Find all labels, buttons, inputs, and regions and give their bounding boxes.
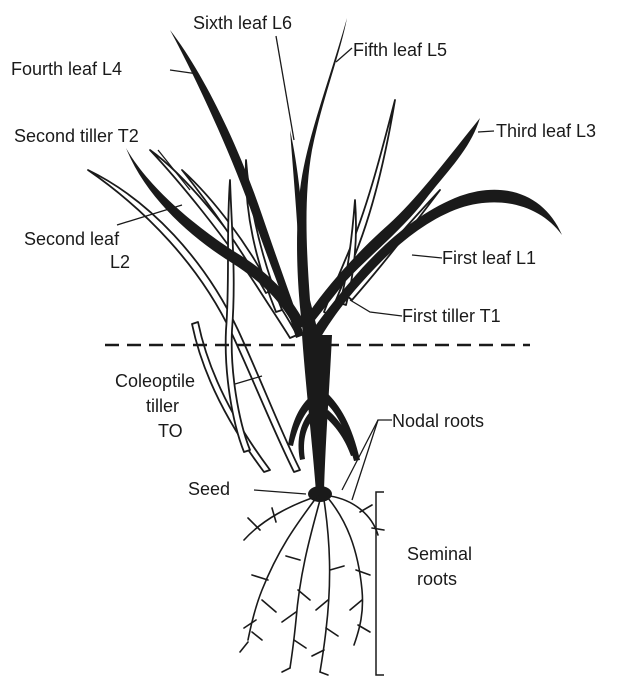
label-seminal-2: roots	[417, 569, 457, 589]
label-second-tiller: Second tiller T2	[14, 126, 139, 146]
leader-seed	[254, 490, 306, 494]
seminal-roots-bracket	[376, 492, 384, 675]
label-coleoptile-3: TO	[158, 421, 183, 441]
fourth-leaf-shape	[170, 30, 304, 338]
third-leaf-shape	[308, 118, 480, 320]
leader-second-tiller	[158, 150, 190, 190]
leader-third-leaf	[478, 131, 494, 132]
label-second-leaf-2: L2	[110, 252, 130, 272]
leader-first-leaf	[412, 255, 442, 258]
seminal-roots	[240, 496, 384, 675]
label-sixth-leaf: Sixth leaf L6	[193, 13, 292, 33]
label-second-leaf-1: Second leaf	[24, 229, 120, 249]
leader-sixth-leaf	[276, 36, 294, 140]
label-seminal-1: Seminal	[407, 544, 472, 564]
coleoptile-tiller-shape	[88, 170, 300, 472]
label-fourth-leaf: Fourth leaf L4	[11, 59, 122, 79]
leader-first-tiller	[350, 300, 402, 316]
label-fifth-leaf: Fifth leaf L5	[353, 40, 447, 60]
label-seed: Seed	[188, 479, 230, 499]
label-first-leaf: First leaf L1	[442, 248, 536, 268]
label-third-leaf: Third leaf L3	[496, 121, 596, 141]
label-nodal-roots: Nodal roots	[392, 411, 484, 431]
label-coleoptile-1: Coleoptile	[115, 371, 195, 391]
label-coleoptile-2: tiller	[146, 396, 179, 416]
label-first-tiller: First tiller T1	[402, 306, 501, 326]
